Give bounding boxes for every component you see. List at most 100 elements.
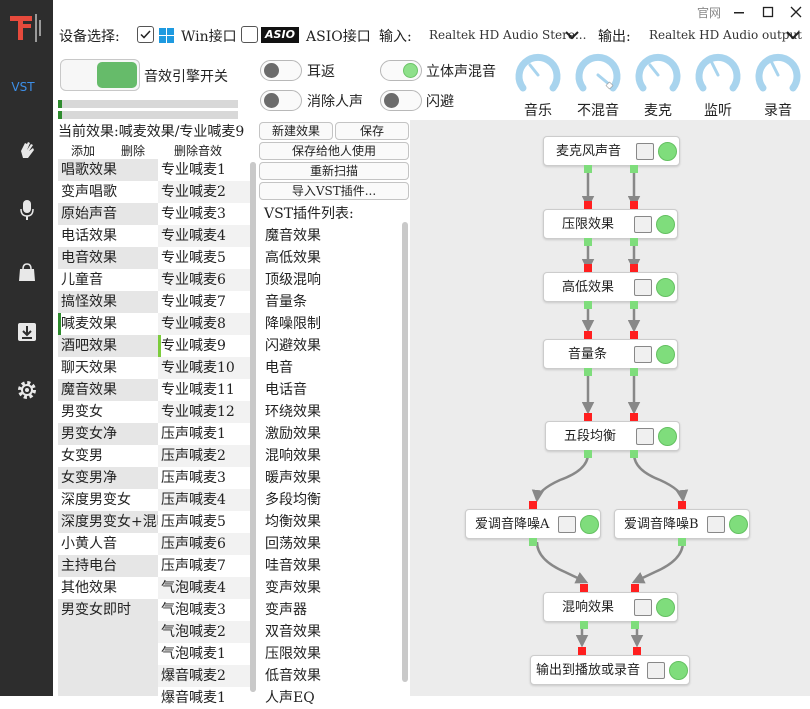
effect-category-item[interactable]: 深度男变女 [58, 489, 158, 511]
delete-button[interactable]: 删除 [121, 144, 146, 158]
preset-item[interactable]: 专业喊麦9 [158, 335, 250, 357]
ducking-toggle[interactable] [380, 90, 422, 111]
effect-category-item[interactable]: 儿童音 [58, 269, 158, 291]
vst-plugin-item[interactable]: 降噪限制 [265, 316, 321, 332]
vst-plugin-item[interactable]: 哇音效果 [265, 558, 321, 574]
delete-effect-button[interactable]: 删除音效 [174, 144, 223, 158]
effect-category-item[interactable]: 其他效果 [58, 577, 158, 599]
vst-plugin-item[interactable]: 双音效果 [265, 624, 321, 640]
effect-category-item[interactable]: 电音效果 [58, 247, 158, 269]
preset-item[interactable]: 专业喊麦12 [158, 401, 250, 423]
enabled-indicator-icon[interactable] [658, 427, 677, 446]
preset-item[interactable]: 压声喊麦4 [158, 489, 250, 511]
maximize-button[interactable] [757, 2, 779, 22]
enabled-indicator-icon[interactable] [658, 142, 677, 161]
mic-sound-node[interactable]: 麦克风声音 [543, 136, 680, 166]
preset-item[interactable]: 压声喊麦1 [158, 423, 250, 445]
enabled-indicator-icon[interactable] [656, 215, 675, 234]
effect-category-item[interactable]: 聊天效果 [58, 357, 158, 379]
settings-icon[interactable] [634, 346, 652, 363]
preset-item[interactable]: 专业喊麦6 [158, 269, 250, 291]
vst-plugin-item[interactable]: 多段均衡 [265, 492, 321, 508]
effect-category-item[interactable]: 搞怪效果 [58, 291, 158, 313]
vst-plugin-item[interactable]: 暖声效果 [265, 470, 321, 486]
effect-category-item[interactable]: 深度男变女+混响 [58, 511, 171, 533]
effect-category-item[interactable]: 女变男 [58, 445, 158, 467]
effect-category-item[interactable]: 主持电台 [58, 555, 158, 577]
effect-category-item[interactable]: 女变男净 [58, 467, 158, 489]
win-interface-checkbox[interactable] [137, 26, 154, 43]
save-button[interactable]: 保存 [335, 122, 409, 140]
preset-item[interactable]: 气泡喊麦1 [158, 643, 250, 665]
mic-volume-dial[interactable] [634, 51, 682, 99]
input-device-dropdown[interactable]: Realtek HD Audio Stere... [429, 28, 587, 42]
vst-plugin-item[interactable]: 音量条 [265, 294, 307, 310]
highlow-node[interactable]: 高低效果 [543, 272, 678, 302]
volume-node[interactable]: 音量条 [543, 339, 678, 369]
close-button[interactable] [785, 2, 807, 22]
effect-category-item[interactable]: 原始声音 [58, 203, 158, 225]
enabled-indicator-icon[interactable] [580, 515, 599, 534]
eq5-node[interactable]: 五段均衡 [545, 421, 680, 451]
effect-category-item[interactable]: 小黄人音 [58, 533, 158, 555]
minimize-button[interactable] [728, 2, 750, 22]
reverb-node[interactable]: 混响效果 [543, 592, 678, 622]
vst-list-scrollbar[interactable] [402, 222, 408, 682]
settings-icon[interactable] [707, 516, 725, 533]
enabled-indicator-icon[interactable] [669, 661, 688, 680]
preset-item[interactable]: 专业喊麦8 [158, 313, 250, 335]
preset-item[interactable]: 压声喊麦3 [158, 467, 250, 489]
ear-return-toggle[interactable] [260, 60, 302, 81]
effect-category-item[interactable]: 男变女即时 [58, 599, 158, 621]
preset-list-scrollbar[interactable] [250, 162, 256, 692]
denoise-b-node[interactable]: 爱调音降噪B [614, 509, 750, 539]
effect-category-item[interactable]: 酒吧效果 [58, 335, 158, 357]
preset-item[interactable]: 专业喊麦10 [158, 357, 250, 379]
settings-icon[interactable] [634, 279, 652, 296]
preset-item[interactable]: 压声喊麦6 [158, 533, 250, 555]
vst-plugin-item[interactable]: 顶级混响 [265, 272, 321, 288]
denoise-a-node[interactable]: 爱调音降噪A [465, 509, 601, 539]
preset-item[interactable]: 爆音喊麦1 [158, 687, 250, 709]
enabled-indicator-icon[interactable] [656, 598, 675, 617]
settings-icon[interactable] [558, 516, 576, 533]
vst-plugin-item[interactable]: 变声器 [265, 602, 307, 618]
vst-plugin-item[interactable]: 回荡效果 [265, 536, 321, 552]
website-link[interactable]: 官网 [697, 6, 722, 20]
settings-icon[interactable] [647, 662, 665, 679]
enabled-indicator-icon[interactable] [729, 515, 748, 534]
record-volume-dial[interactable] [754, 51, 802, 99]
hand-icon[interactable] [0, 130, 53, 170]
preset-item[interactable]: 气泡喊麦4 [158, 577, 250, 599]
vst-plugin-item[interactable]: 闪避效果 [265, 338, 321, 354]
save-for-others-button[interactable]: 保存给他人使用 [259, 142, 409, 160]
effect-category-item[interactable]: 变声唱歌 [58, 181, 158, 203]
no-mix-dial[interactable] [574, 51, 622, 99]
enabled-indicator-icon[interactable] [656, 345, 675, 364]
preset-item[interactable]: 气泡喊麦2 [158, 621, 250, 643]
settings-icon[interactable] [636, 143, 654, 160]
effect-category-item[interactable]: 魔音效果 [58, 379, 158, 401]
limiter-node[interactable]: 压限效果 [543, 209, 678, 239]
microphone-icon[interactable] [0, 190, 53, 230]
vst-plugin-item[interactable]: 低音效果 [265, 668, 321, 684]
settings-icon[interactable] [636, 428, 654, 445]
import-vst-button[interactable]: 导入VST插件... [259, 182, 409, 200]
rescan-button[interactable]: 重新扫描 [259, 162, 409, 180]
add-button[interactable]: 添加 [71, 144, 96, 158]
monitor-volume-dial[interactable] [694, 51, 742, 99]
vst-plugin-item[interactable]: 混响效果 [265, 448, 321, 464]
effect-category-item[interactable]: 喊麦效果 [58, 313, 158, 335]
vst-plugin-item[interactable]: 激励效果 [265, 426, 321, 442]
bag-icon[interactable] [0, 252, 53, 292]
download-icon[interactable] [0, 312, 53, 352]
vst-plugin-item[interactable]: 压限效果 [265, 646, 321, 662]
vst-plugin-item[interactable]: 魔音效果 [265, 228, 321, 244]
preset-item[interactable]: 专业喊麦5 [158, 247, 250, 269]
vst-nav-item[interactable]: VST [11, 80, 35, 94]
vst-plugin-item[interactable]: 人声EQ [265, 690, 315, 706]
music-volume-dial[interactable] [514, 51, 562, 99]
preset-item[interactable]: 压声喊麦7 [158, 555, 250, 577]
settings-icon[interactable] [634, 216, 652, 233]
gear-icon[interactable] [0, 370, 53, 410]
